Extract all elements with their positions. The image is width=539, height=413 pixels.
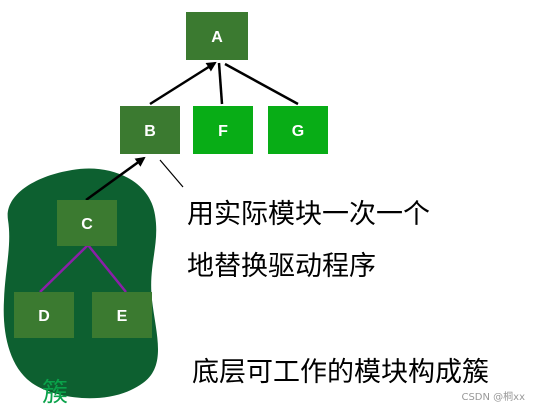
edge-f-to-a: [217, 62, 224, 105]
node-g-label: G: [292, 123, 304, 140]
cluster-blob: [3, 168, 159, 399]
edge-c-to-e: [87, 244, 127, 293]
node-b-label: B: [144, 123, 156, 140]
caption-replace-line1: 用实际模块一次一个: [187, 199, 430, 230]
caption-cluster-description: 底层可工作的模块构成簇: [192, 357, 489, 388]
node-c-label: C: [81, 216, 93, 233]
node-c: C: [57, 200, 117, 246]
node-f-label: F: [218, 123, 228, 140]
node-b: B: [120, 106, 180, 154]
node-e: E: [92, 292, 152, 338]
watermark: CSDN @桐xx: [461, 392, 525, 403]
node-d-label: D: [38, 308, 50, 325]
node-a-label: A: [211, 29, 223, 46]
edge-b-to-a: [149, 61, 217, 106]
node-e-label: E: [117, 308, 128, 325]
caption-replace-line2: 地替换驱动程序: [187, 251, 376, 282]
node-a: A: [186, 12, 248, 60]
edge-c-to-b: [85, 156, 146, 202]
node-f: F: [193, 106, 253, 154]
caption-pointer: [159, 159, 184, 188]
node-g: G: [268, 106, 328, 154]
edge-g-to-a: [224, 62, 299, 106]
cluster-label: 簇: [42, 378, 69, 408]
edge-c-to-d: [39, 244, 89, 293]
node-d: D: [14, 292, 74, 338]
